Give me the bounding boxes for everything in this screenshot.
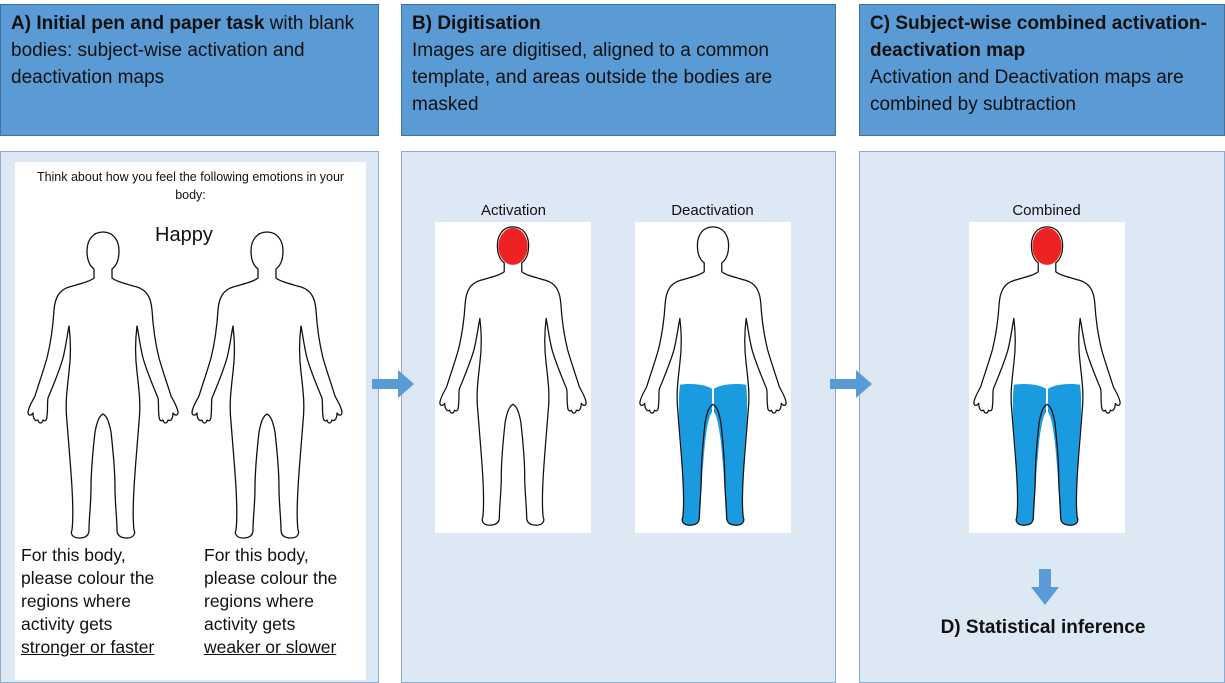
emotion-label: Happy bbox=[155, 224, 213, 246]
panel-b: Activation Deactivation bbox=[401, 151, 836, 683]
header-c-title: C) Subject-wise combined activation-deac… bbox=[870, 13, 1207, 61]
instruction-right-line: For this body, bbox=[204, 545, 309, 565]
deactivation-body bbox=[633, 221, 793, 533]
activation-body bbox=[433, 221, 593, 533]
task-prompt: Think about how you feel the following e… bbox=[36, 170, 345, 202]
activation-head-region bbox=[498, 227, 528, 265]
combined-map bbox=[969, 222, 1125, 533]
header-b: B) Digitisation Images are digitised, al… bbox=[401, 4, 836, 136]
header-a-title: A) Initial pen and paper task bbox=[11, 13, 265, 34]
header-a: A) Initial pen and paper task with blank… bbox=[0, 4, 379, 136]
instruction-left-line: activity gets bbox=[21, 614, 113, 634]
blank-body-left bbox=[23, 226, 183, 546]
instruction-right: For this body, please colour the regions… bbox=[204, 544, 337, 659]
instruction-left: For this body, please colour the regions… bbox=[21, 544, 154, 659]
deactivation-label: Deactivation bbox=[671, 202, 754, 219]
deactivation-map bbox=[635, 222, 791, 533]
combined-head-region bbox=[1032, 227, 1062, 265]
header-b-title: B) Digitisation bbox=[412, 13, 541, 34]
instruction-left-emphasis: stronger or faster bbox=[21, 637, 155, 657]
instruction-right-emphasis: weaker or slower bbox=[204, 637, 337, 657]
right-arrow-icon bbox=[372, 370, 414, 398]
combined-label: Combined bbox=[1012, 202, 1081, 219]
header-c-text: Activation and Deactivation maps are com… bbox=[870, 67, 1184, 115]
combined-legs-region bbox=[1012, 384, 1082, 526]
instruction-right-line: please colour the bbox=[204, 568, 338, 588]
header-b-text: Images are digitised, aligned to a commo… bbox=[412, 40, 773, 115]
panel-c: Combined D) Statistical inference bbox=[859, 151, 1225, 683]
task-sheet: Think about how you feel the following e… bbox=[15, 162, 366, 680]
instruction-left-line: please colour the bbox=[21, 568, 155, 588]
inference-label: D) Statistical inference bbox=[940, 617, 1146, 638]
instruction-right-line: regions where bbox=[204, 591, 314, 611]
deactivation-legs-region bbox=[678, 384, 748, 526]
panel-a: Think about how you feel the following e… bbox=[0, 151, 379, 683]
activation-map bbox=[435, 222, 591, 533]
blank-body-right bbox=[187, 226, 347, 546]
header-a-text: with blank bodies: subject-wise activati… bbox=[11, 13, 355, 88]
header-c: C) Subject-wise combined activation-deac… bbox=[859, 4, 1225, 136]
down-arrow-icon bbox=[1031, 569, 1059, 605]
combined-body bbox=[967, 221, 1127, 533]
instruction-left-line: For this body, bbox=[21, 545, 126, 565]
instruction-right-line: activity gets bbox=[204, 614, 296, 634]
right-arrow-icon bbox=[830, 370, 872, 398]
instruction-left-line: regions where bbox=[21, 591, 131, 611]
activation-label: Activation bbox=[480, 202, 547, 219]
